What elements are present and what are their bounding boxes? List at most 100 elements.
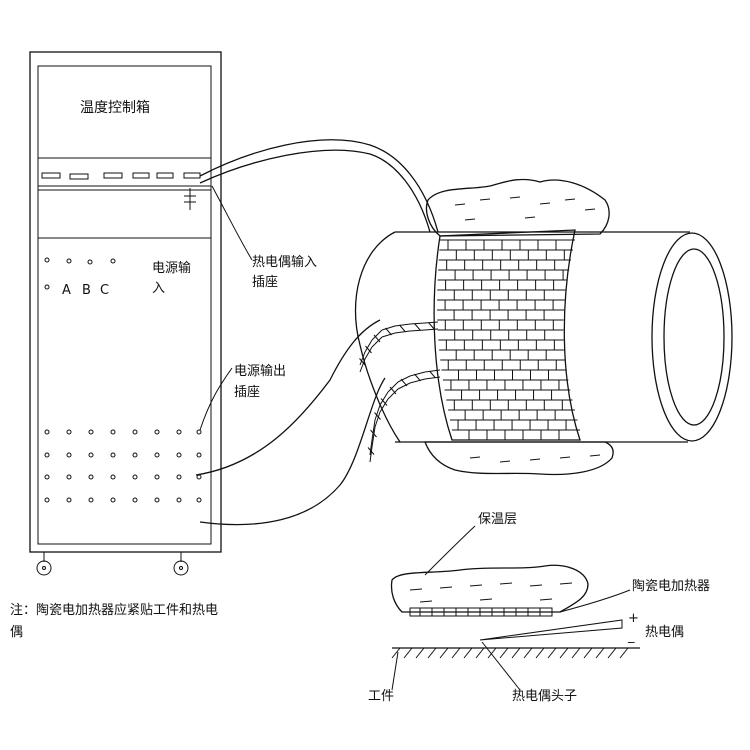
cabinet-outer — [29, 51, 222, 553]
leader-power-output — [199, 367, 233, 431]
braid-tick — [400, 378, 408, 387]
phase-a-label: A — [62, 283, 71, 298]
braid-edge — [379, 391, 389, 406]
braid-edge — [371, 336, 383, 348]
thermocouple-label: 热电偶 — [645, 625, 684, 640]
workpiece-hatch — [439, 647, 449, 659]
detail-insulation-layer — [390, 564, 589, 613]
socket-dot — [196, 474, 202, 480]
braid-edge — [364, 339, 373, 353]
workpiece-hatch — [607, 647, 617, 659]
braid-edge — [371, 419, 376, 441]
socket-dot — [176, 474, 182, 480]
socket-dot — [132, 474, 138, 480]
insulation-texture — [464, 218, 476, 221]
control-cabinet: 温度控制箱 A B C 电源输 入 — [29, 51, 222, 576]
pipe-left-end — [354, 231, 401, 443]
socket-dot — [196, 497, 202, 503]
braid-edge — [409, 371, 426, 377]
leader-lines — [199, 185, 631, 691]
braid-edge — [409, 322, 426, 325]
ceramic-heater-label: 陶瓷电加热器 — [632, 578, 710, 594]
braid-edge — [424, 328, 439, 331]
workpiece-hatch — [523, 647, 533, 659]
pipe-opening-outer — [651, 232, 733, 442]
socket-dot — [154, 497, 160, 503]
insulation-texture — [524, 216, 536, 219]
socket-dot — [44, 452, 50, 458]
socket-dot — [88, 474, 94, 480]
braid-edge — [397, 382, 411, 390]
insulation-texture — [589, 454, 601, 457]
braid-tick — [385, 327, 392, 336]
pipe-opening-inner — [663, 248, 725, 426]
braid-tick — [414, 323, 421, 331]
braid-edge — [371, 329, 383, 341]
workpiece-hatch — [547, 647, 557, 659]
socket-dot — [110, 497, 116, 503]
braid-edge — [374, 404, 381, 421]
socket-dot — [66, 429, 72, 435]
socket-dot — [196, 452, 202, 458]
braid-tick — [399, 324, 406, 333]
braid-edge — [364, 346, 373, 360]
braid-edge — [369, 446, 373, 463]
socket-dot — [88, 452, 94, 458]
braid-tick — [428, 322, 435, 330]
thermocouple-socket-slots — [41, 172, 201, 180]
insulation-texture — [539, 202, 551, 205]
insulation-texture — [529, 458, 541, 461]
braid-edge — [409, 378, 426, 384]
note-line2: 偶 — [10, 625, 23, 640]
braid-edge — [387, 388, 399, 400]
braid-edge — [374, 411, 381, 428]
workpiece-hatch — [487, 647, 497, 659]
detail-thermocouple — [479, 619, 623, 641]
leader-ceramic-heater — [559, 589, 631, 613]
workpiece-hatch — [511, 647, 521, 659]
thermocouple-tip-label: 热电偶头子 — [512, 689, 577, 704]
socket-dot — [110, 452, 116, 458]
workpiece-hatch — [475, 647, 485, 659]
phase-c-label: C — [100, 283, 109, 298]
phase-b-label: B — [82, 283, 91, 298]
braid-tick — [380, 398, 388, 406]
detail-section — [390, 564, 640, 659]
braid-edge — [359, 351, 366, 366]
plug-icon — [184, 188, 196, 210]
braid-edge — [397, 375, 411, 383]
braid-tick — [367, 447, 375, 455]
workpiece-hatch — [451, 647, 461, 659]
socket-dot — [44, 474, 50, 480]
cabinet-wheels — [36, 552, 189, 576]
workpiece-hatch — [391, 647, 401, 659]
workpiece-hatch — [427, 647, 437, 659]
insulation-texture — [469, 456, 481, 459]
braided-cable-lower — [367, 369, 441, 463]
thermocouple-cable-b — [199, 149, 431, 233]
power-output-sockets — [44, 429, 202, 503]
cabinet-inner — [37, 65, 212, 545]
socket-dot — [44, 429, 50, 435]
note-line1: 注：陶瓷电加热器应紧贴工件和热电 — [10, 602, 218, 618]
socket-dot — [154, 429, 160, 435]
socket-dot — [132, 497, 138, 503]
leader-thermocouple-tip — [481, 641, 521, 691]
leader-thermocouple-socket — [211, 185, 253, 261]
braid-tick — [429, 370, 436, 379]
cables — [184, 139, 441, 526]
braid-edge — [381, 325, 396, 331]
power-input-label-line1: 电源输 — [152, 260, 191, 276]
insulation-top — [425, 178, 610, 237]
plus-sign: + — [628, 611, 639, 626]
insulation-texture — [499, 460, 511, 463]
braid-edge — [394, 323, 411, 327]
power-input-label-line2: 入 — [152, 281, 165, 296]
power-cable-1 — [195, 319, 381, 476]
braid-tick — [389, 386, 397, 395]
socket-dot — [66, 452, 72, 458]
insulation-texture — [409, 588, 423, 591]
thermocouple-cable-a — [199, 139, 439, 233]
insulation-texture — [479, 198, 491, 201]
